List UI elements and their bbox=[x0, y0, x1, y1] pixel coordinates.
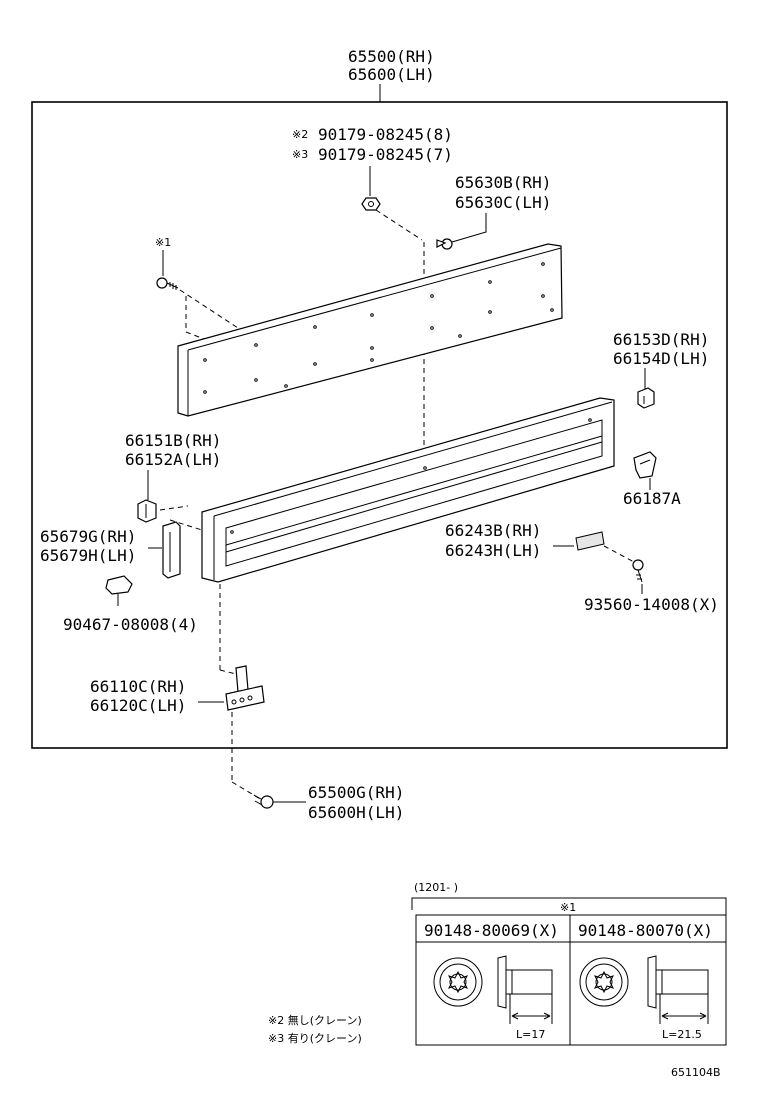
label-protector-lh: 65679H(LH) bbox=[40, 546, 136, 565]
bolt-side-icon bbox=[647, 955, 709, 1024]
dash-bracket-to-panel bbox=[159, 505, 189, 511]
label-hinge-rh: 66110C(RH) bbox=[90, 677, 186, 696]
inset-date-range: (1201- ) bbox=[414, 881, 458, 894]
label-clip-upper-lh: 66154D(LH) bbox=[613, 349, 709, 368]
note2-text: ※2 無し(クレーン) bbox=[268, 1013, 362, 1027]
dash-hinge-joint bbox=[219, 669, 237, 675]
label-bracket-lh: 66152A(LH) bbox=[125, 450, 221, 469]
label-plate-bolt-rh: 65630B(RH) bbox=[455, 173, 551, 192]
upper-board-holes bbox=[203, 262, 554, 394]
label-clip-66187: 66187A bbox=[623, 489, 681, 508]
inset-col2-part: 90148-80070(X) bbox=[578, 921, 713, 940]
label-hinge-bolt-lh: 65600H(LH) bbox=[308, 803, 404, 822]
label-plate-lh: 66243H(LH) bbox=[445, 541, 541, 560]
inset-col1-length: L=17 bbox=[516, 1028, 545, 1041]
dash-bracket-to-panel-2 bbox=[169, 519, 203, 531]
screw-icon bbox=[156, 277, 179, 290]
protector-icon bbox=[162, 521, 181, 579]
clip-upper-icon bbox=[637, 387, 655, 409]
torx-bolt-head-icon bbox=[579, 957, 629, 1007]
dash-nut-to-plate bbox=[375, 209, 423, 241]
assembly-frame bbox=[31, 101, 728, 749]
label-assembly-rh: 65500(RH) bbox=[348, 47, 435, 66]
bracket-icon bbox=[137, 499, 157, 523]
upper-board bbox=[177, 243, 563, 417]
dash-screw-to-plate bbox=[179, 289, 239, 329]
label-grommet: 90467-08008(4) bbox=[63, 615, 198, 634]
label-plate-bolt-lh: 65630C(LH) bbox=[455, 193, 551, 212]
inset-table bbox=[411, 897, 727, 1046]
bolt-icon bbox=[436, 238, 453, 250]
leader-plate-bolt bbox=[451, 213, 487, 243]
label-clip-upper-rh: 66153D(RH) bbox=[613, 330, 709, 349]
inset-col2-length: L=21.5 bbox=[662, 1028, 702, 1041]
label-hinge-bolt-rh: 65500G(RH) bbox=[308, 783, 404, 802]
label-assembly-lh: 65600(LH) bbox=[348, 65, 435, 84]
note1-mark-screw: ※1 bbox=[155, 236, 171, 249]
figure-code: 651104B bbox=[671, 1066, 721, 1079]
screw-93560-icon bbox=[632, 559, 644, 583]
gate-panel bbox=[201, 397, 615, 583]
note2-mark-bolt: ※2 bbox=[292, 128, 308, 141]
grommet-icon bbox=[105, 575, 133, 606]
label-plate-rh: 66243B(RH) bbox=[445, 521, 541, 540]
label-protector-rh: 65679G(RH) bbox=[40, 527, 136, 546]
clip-66187-icon bbox=[633, 451, 657, 479]
label-screw-93560: 93560-14008(X) bbox=[584, 595, 719, 614]
label-bolt-n3: 90179-08245(7) bbox=[318, 145, 453, 164]
note3-text: ※3 有り(クレーン) bbox=[268, 1031, 362, 1045]
plate-icon bbox=[575, 531, 605, 551]
inset-header-mark: ※1 bbox=[560, 901, 576, 914]
note3-mark-bolt: ※3 bbox=[292, 148, 308, 161]
label-hinge-lh: 66120C(LH) bbox=[90, 696, 186, 715]
hinge-bolt-icon bbox=[253, 794, 274, 809]
bolt-side-icon bbox=[497, 955, 553, 1024]
torx-bolt-head-icon bbox=[433, 957, 483, 1007]
nut-icon bbox=[361, 197, 381, 211]
hinge-icon bbox=[225, 665, 265, 711]
dash-plate-to-screw bbox=[603, 545, 635, 563]
inset-col1-part: 90148-80069(X) bbox=[424, 921, 559, 940]
label-bolt-n2: 90179-08245(8) bbox=[318, 125, 453, 144]
label-bracket-rh: 66151B(RH) bbox=[125, 431, 221, 450]
